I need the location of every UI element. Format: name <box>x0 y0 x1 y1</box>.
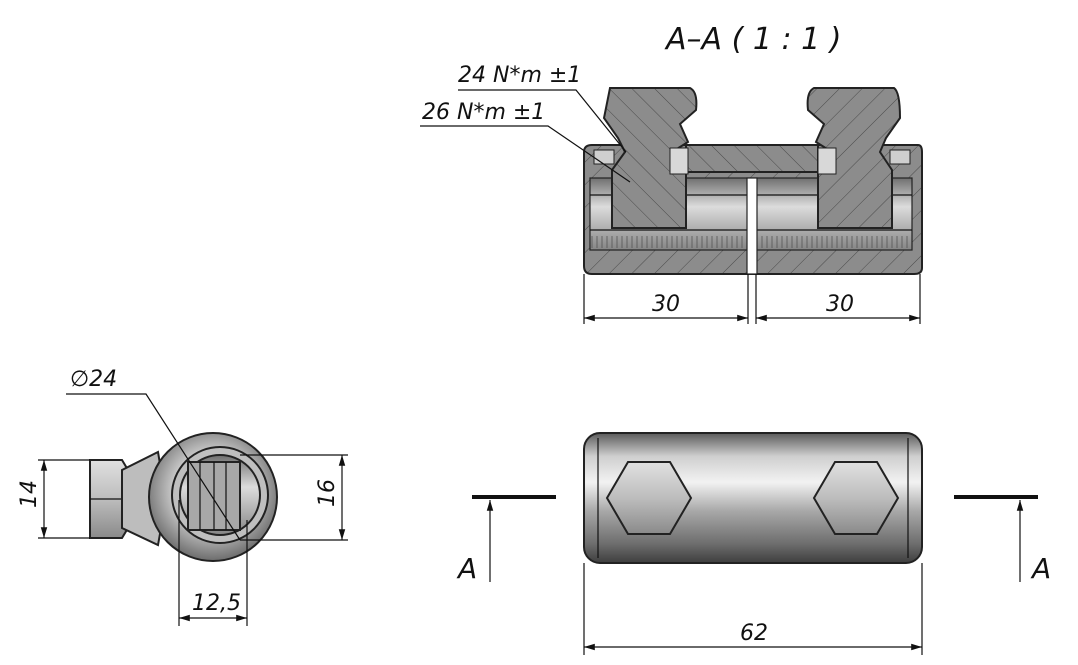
dim-right-half: 30 <box>826 292 854 317</box>
torque-label-2: 26 N*m ±1 <box>422 100 545 125</box>
dim-overall-length: 62 <box>740 621 768 646</box>
front-hex-left <box>605 461 693 535</box>
center-gap <box>746 177 758 275</box>
dim-slot-width: 12,5 <box>192 591 241 616</box>
dim-left-half: 30 <box>652 292 680 317</box>
dim-height-hex: 14 <box>17 480 42 508</box>
side-view: ∅24 14 16 12,5 <box>17 367 348 626</box>
right-bolt <box>806 87 902 229</box>
section-title: A–A ( 1 : 1 ) <box>664 22 841 57</box>
front-hex-right <box>812 461 900 535</box>
knurl-left <box>591 236 908 248</box>
left-bolt <box>602 87 698 229</box>
front-view: A A 62 <box>456 432 1051 655</box>
dim-diameter: ∅24 <box>70 367 117 392</box>
dim-height-body: 16 <box>315 479 340 507</box>
section-marker-right: A <box>1030 552 1051 585</box>
torque-label-1: 24 N*m ±1 <box>458 63 581 88</box>
center-block <box>685 144 819 173</box>
section-view: A–A ( 1 : 1 ) 24 N*m ±1 26 N*m ±1 <box>420 22 923 324</box>
section-marker-left: A <box>456 552 477 585</box>
